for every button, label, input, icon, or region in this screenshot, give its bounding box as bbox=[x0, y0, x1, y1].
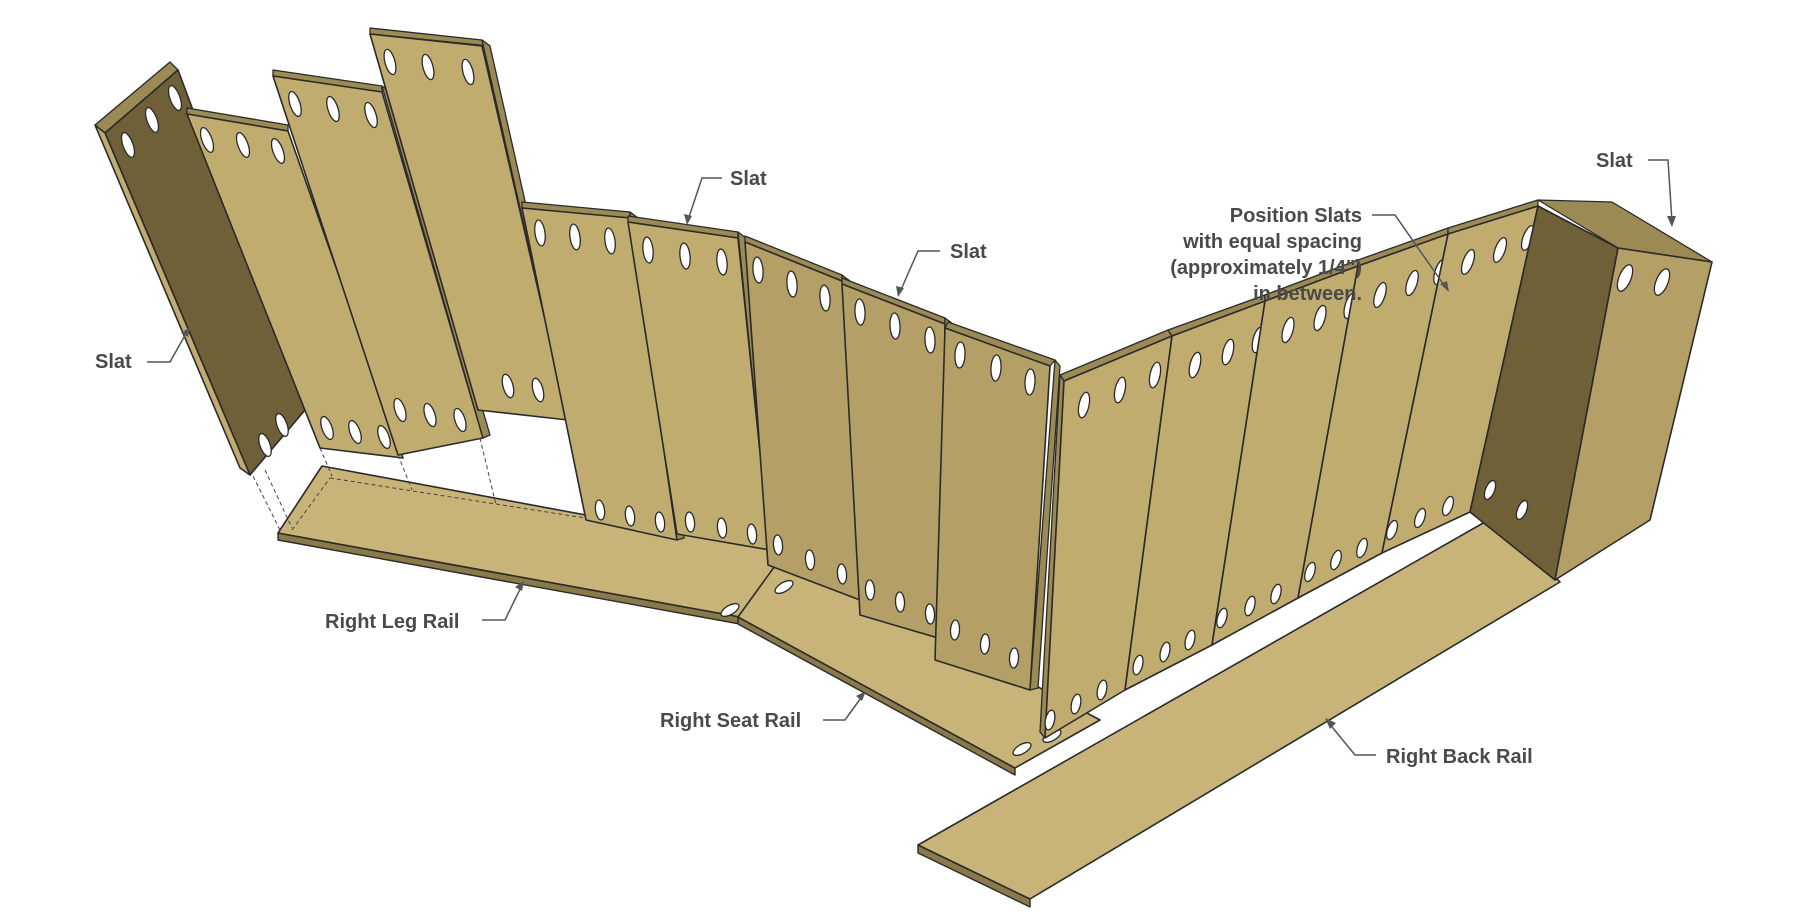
position-text-line4: in between. bbox=[1253, 283, 1362, 305]
position-text-line3: (approximately 1/4") bbox=[1170, 257, 1362, 279]
slat-10 bbox=[1039, 329, 1173, 739]
right-seat-rail-text: Right Seat Rail bbox=[660, 710, 801, 732]
slat-12 bbox=[1211, 259, 1359, 646]
slat-8 bbox=[841, 277, 954, 641]
label-slat-right-text: Slat bbox=[1596, 150, 1633, 172]
label-right-leg-rail: Right Leg Rail bbox=[325, 581, 524, 633]
slat-14 bbox=[1381, 199, 1539, 554]
label-position-slats: Position Slats with equal spacing (appro… bbox=[1170, 205, 1449, 305]
label-slat-top-mid-text: Slat bbox=[730, 168, 767, 190]
label-right-back-rail: Right Back Rail bbox=[1325, 718, 1533, 768]
right-seat-rail bbox=[720, 551, 1101, 776]
position-text-line2: with equal spacing bbox=[1182, 231, 1362, 253]
label-right-seat-rail: Right Seat Rail bbox=[660, 691, 866, 732]
right-leg-rail-text: Right Leg Rail bbox=[325, 611, 459, 633]
slat-2 bbox=[186, 107, 404, 459]
right-back-rail-text: Right Back Rail bbox=[1386, 746, 1533, 768]
label-slat-left-text: Slat bbox=[95, 351, 132, 373]
label-slat-right: Slat bbox=[1596, 150, 1676, 227]
slat-9 bbox=[934, 321, 1061, 691]
label-slat-left: Slat bbox=[95, 327, 190, 373]
position-text-line1: Position Slats bbox=[1230, 205, 1362, 227]
slat-13 bbox=[1297, 227, 1449, 599]
label-slat-mid-text: Slat bbox=[950, 241, 987, 263]
slat-dark-left bbox=[94, 61, 306, 476]
slat-dark-right bbox=[1469, 199, 1713, 581]
slat-11 bbox=[1124, 294, 1266, 691]
right-back-rail bbox=[917, 517, 1561, 908]
label-slat-top-mid: Slat bbox=[684, 168, 767, 225]
right-leg-rail bbox=[277, 465, 786, 625]
label-slat-mid: Slat bbox=[896, 241, 987, 297]
